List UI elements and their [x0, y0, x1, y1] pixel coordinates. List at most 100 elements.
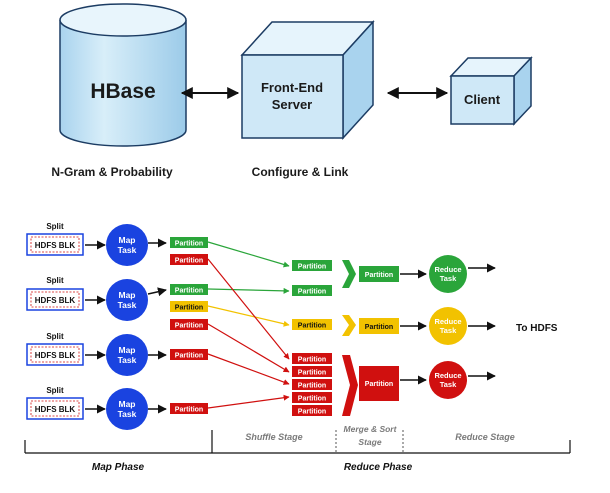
- reduce-task-label-line2: Task: [440, 274, 457, 283]
- merge-chevron-yellow: [342, 315, 356, 336]
- shuffle-arrows: [207, 241, 290, 409]
- merge-sort-stage-label-line2: Stage: [358, 437, 381, 447]
- partition-red: [292, 379, 332, 390]
- partition-label: Partition: [175, 407, 203, 414]
- merge-sort-stage-label-line1: Merge & Sort: [344, 424, 398, 434]
- hdfs-blk-label: HDFS BLK: [35, 241, 76, 250]
- merged-partition-yellow: [359, 318, 399, 334]
- map-task-label-line2: Task: [118, 245, 137, 255]
- partition-label: Partition: [175, 323, 203, 330]
- partition-green: [292, 260, 332, 271]
- split-label: Split: [46, 386, 64, 395]
- reduce-task-node-red: [429, 361, 467, 399]
- partition-red: [292, 366, 332, 377]
- map-task-label-line1: Map: [119, 345, 136, 355]
- map-task-node: [106, 334, 148, 376]
- partition-label: Partition: [298, 289, 326, 296]
- hbase-caption: N-Gram & Probability: [51, 165, 173, 179]
- partition-label: Partition: [298, 383, 326, 390]
- hdfs-block: [26, 233, 84, 256]
- shuffle-arrow-green: [207, 241, 290, 268]
- partition-label: Partition: [175, 258, 203, 265]
- shuffled-partitions: Partition Partition Partition Partition …: [292, 260, 332, 416]
- map-task-node: [106, 388, 148, 430]
- partition-label: Partition: [175, 241, 203, 248]
- map-phase-label: Map Phase: [92, 462, 145, 473]
- partition-label: Partition: [298, 323, 326, 330]
- frontend-label-line1: Front-End: [261, 80, 323, 95]
- hdfs-blk-label: HDFS BLK: [35, 296, 76, 305]
- merged-partition-red: [359, 366, 399, 401]
- partition-label: Partition: [365, 272, 393, 279]
- map-row-1: Split HDFS BLK Map Task Partition Partit…: [26, 222, 208, 266]
- partition-label: Partition: [365, 324, 393, 331]
- shuffle-arrow-green: [207, 287, 290, 294]
- hdfs-block: [26, 288, 84, 311]
- map-task-label-line1: Map: [119, 235, 136, 245]
- map-task-node: [106, 224, 148, 266]
- partition-label: Partition: [175, 305, 203, 312]
- merge-chevron-red: [342, 355, 358, 416]
- partition-label: Partition: [365, 381, 393, 388]
- partition-label: Partition: [175, 288, 203, 295]
- stage-brackets: [24, 430, 571, 454]
- shuffle-arrow-red: [207, 353, 290, 385]
- partition-red: [170, 319, 208, 330]
- partition-red: [292, 392, 332, 403]
- reduce-tasks: Reduce Task Reduce Task Reduce Task: [400, 255, 496, 399]
- merge-chevron-green: [342, 260, 356, 288]
- shuffle-arrow-red: [207, 323, 290, 373]
- reduce-task-node-green: [429, 255, 467, 293]
- map-row-2: Split HDFS BLK Map Task Partition Partit…: [26, 276, 208, 330]
- reduce-stage-label: Reduce Stage: [455, 432, 515, 442]
- frontend-caption: Configure & Link: [252, 165, 349, 179]
- partition-label: Partition: [298, 370, 326, 377]
- map-task-label-line2: Task: [118, 409, 137, 419]
- map-task-label-line2: Task: [118, 300, 137, 310]
- partition-red: [170, 403, 208, 414]
- reduce-task-label-line2: Task: [440, 380, 457, 389]
- merge-chevrons: [342, 260, 358, 416]
- map-task-label-line1: Map: [119, 399, 136, 409]
- partition-red: [292, 353, 332, 364]
- map-task-label-line1: Map: [119, 290, 136, 300]
- partition-yellow: [292, 319, 332, 330]
- client-label: Client: [464, 92, 501, 107]
- split-label: Split: [46, 276, 64, 285]
- reduce-task-label-line1: Reduce: [434, 317, 461, 326]
- split-label: Split: [46, 332, 64, 341]
- map-task-node: [106, 279, 148, 321]
- merged-partition-green: [359, 266, 399, 282]
- map-task-label-line2: Task: [118, 355, 137, 365]
- merged-partitions: Partition Partition Partition: [359, 266, 399, 401]
- partition-label: Partition: [298, 357, 326, 364]
- hbase-label: HBase: [90, 80, 155, 103]
- reduce-phase-label: Reduce Phase: [344, 462, 413, 473]
- shuffle-arrow-red: [207, 258, 290, 360]
- frontend-server-cube: Front-End Server: [240, 20, 375, 140]
- to-hdfs-label: To HDFS: [516, 323, 558, 334]
- partition-label: Partition: [298, 409, 326, 416]
- shuffle-arrow-yellow: [207, 305, 290, 327]
- partition-red: [292, 405, 332, 416]
- partition-yellow: [170, 301, 208, 312]
- shuffle-arrow-red: [207, 394, 290, 409]
- partition-label: Partition: [175, 353, 203, 360]
- hbase-cylinder: HBase: [59, 3, 187, 147]
- hdfs-block: [26, 397, 84, 420]
- reduce-task-label-line2: Task: [440, 326, 457, 335]
- partition-green: [292, 285, 332, 296]
- split-label: Split: [46, 222, 64, 231]
- hdfs-blk-label: HDFS BLK: [35, 405, 76, 414]
- shuffle-stage-label: Shuffle Stage: [245, 432, 302, 442]
- partition-red: [170, 349, 208, 360]
- partition-green: [170, 237, 208, 248]
- partition-label: Partition: [298, 396, 326, 403]
- reduce-task-node-yellow: [429, 307, 467, 345]
- reduce-task-label-line1: Reduce: [434, 371, 461, 380]
- partition-label: Partition: [298, 264, 326, 271]
- hdfs-block: [26, 343, 84, 366]
- frontend-label-line2: Server: [272, 97, 312, 112]
